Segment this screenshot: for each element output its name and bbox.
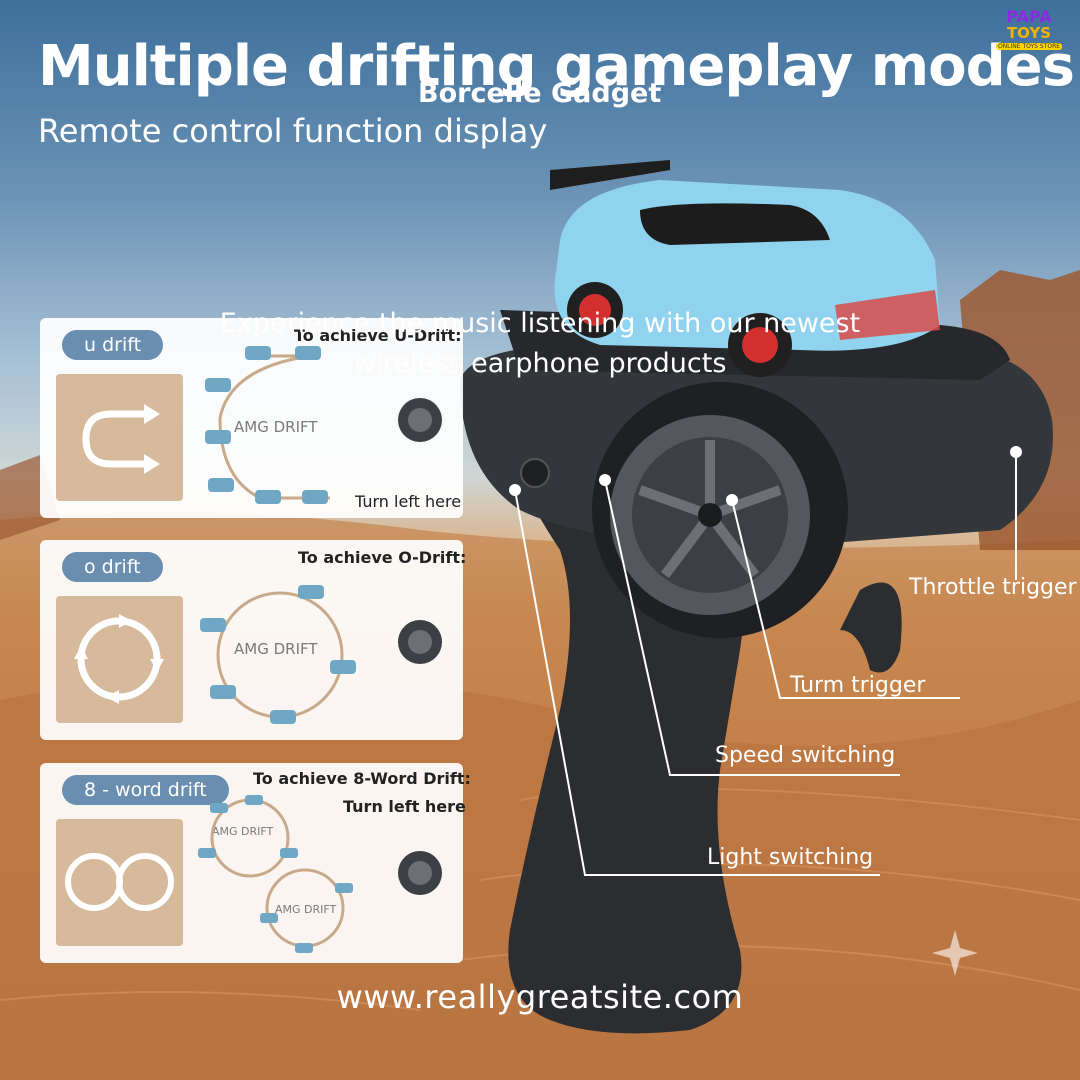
logo-line-1: PAPA <box>1006 7 1052 26</box>
logo-line-2: TOYS <box>1006 24 1052 42</box>
circle-arrows-icon <box>56 596 183 723</box>
mode-label: o drift <box>62 552 163 582</box>
track-diagram <box>198 795 442 953</box>
turn-trigger-callout: Turm trigger <box>790 673 926 698</box>
promo-line-1: Experience the music listening with our … <box>219 308 861 339</box>
throttle-trigger-callout: Throttle trigger <box>909 575 1077 600</box>
turn-hint: Turn left here <box>355 492 462 511</box>
promo-text: Experience the music listening with our … <box>180 304 900 384</box>
track-label: AMG DRIFT <box>275 903 337 916</box>
mode-card-o-drift: o drift To achieve O-Drift: AMG DRIFT <box>40 540 467 740</box>
mode-label: 8 - word drift <box>62 775 229 805</box>
mode-card-8-word-drift: 8 - word drift To achieve 8-Word Drift: … <box>40 763 471 963</box>
track-label: AMG DRIFT <box>212 825 274 838</box>
achieve-text: To achieve U-Drift: <box>294 326 462 345</box>
speed-switching-callout: Speed switching <box>715 743 896 768</box>
achieve-text: To achieve 8-Word Drift: <box>253 769 471 788</box>
track-label: AMG DRIFT <box>234 640 318 658</box>
track-label: AMG DRIFT <box>234 418 318 436</box>
figure-eight-icon <box>56 819 183 946</box>
logo-line-3: ONLINE TOYS STORE <box>996 43 1062 50</box>
store-logo: PAPA TOYS ONLINE TOYS STORE <box>996 8 1062 72</box>
website-url[interactable]: www.reallygreatsite.com <box>336 978 744 1016</box>
brand-name: Borcelle Gadget <box>418 78 662 109</box>
track-diagram <box>205 346 442 504</box>
u-turn-icon <box>56 374 183 501</box>
turn-hint: Turn left here <box>343 797 466 816</box>
track-diagram <box>200 585 442 724</box>
mode-label: u drift <box>62 330 164 360</box>
rc-controller-illustration <box>460 160 1053 1034</box>
promo-line-2: wireless earphone products <box>353 348 727 379</box>
page-title: Multiple drifting gameplay modes <box>38 34 1075 99</box>
mode-card-u-drift: u drift To achieve U-Drift: AMG DRIFT Tu… <box>40 318 463 518</box>
light-switching-callout: Light switching <box>707 845 874 870</box>
achieve-text: To achieve O-Drift: <box>298 548 467 567</box>
page-subtitle: Remote control function display <box>38 112 548 150</box>
